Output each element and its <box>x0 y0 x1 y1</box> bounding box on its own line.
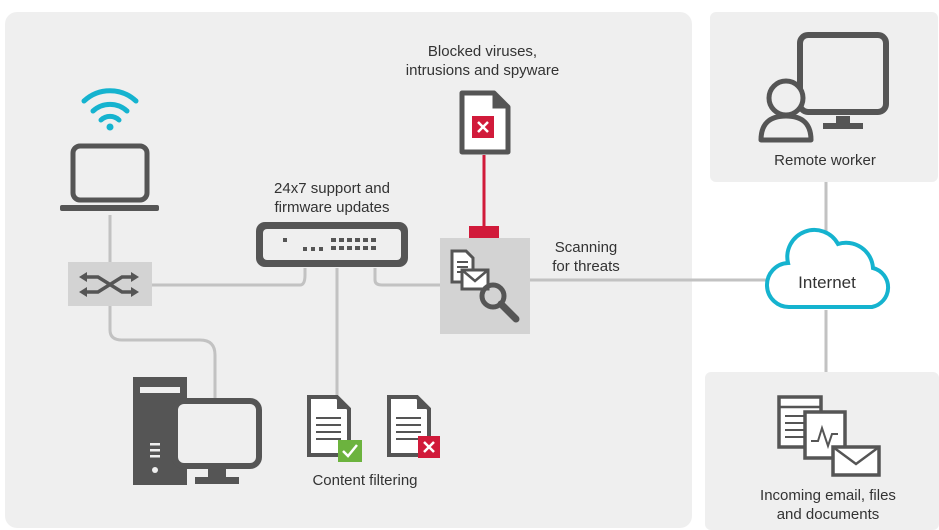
remote-worker-icon <box>758 32 889 143</box>
switch-icon <box>68 262 152 306</box>
scanning-label: Scanning for threats <box>552 239 620 275</box>
block-marker <box>469 226 499 238</box>
incoming-documents-icon <box>777 395 881 477</box>
firewall-appliance-icon <box>256 222 408 267</box>
internet-label: Internet <box>798 273 856 292</box>
remote-worker-label: Remote worker <box>774 152 876 169</box>
blocked-threats-label: Blocked viruses, intrusions and spyware <box>405 43 560 79</box>
support-updates-label: 24x7 support and firmware updates <box>274 180 390 216</box>
rejected-document-icon <box>387 395 440 458</box>
incoming-label: Incoming email, files and documents <box>760 487 896 523</box>
blocked-file-icon <box>459 90 511 155</box>
cloud-icon <box>765 227 891 310</box>
wifi-icon <box>81 88 139 131</box>
approved-document-icon <box>307 395 362 462</box>
content-filtering-label: Content filtering <box>312 472 418 489</box>
scanner-icon <box>440 238 530 334</box>
connection-lines <box>108 182 828 420</box>
laptop-icon <box>60 143 159 211</box>
desktop-computer-icon <box>133 377 262 485</box>
